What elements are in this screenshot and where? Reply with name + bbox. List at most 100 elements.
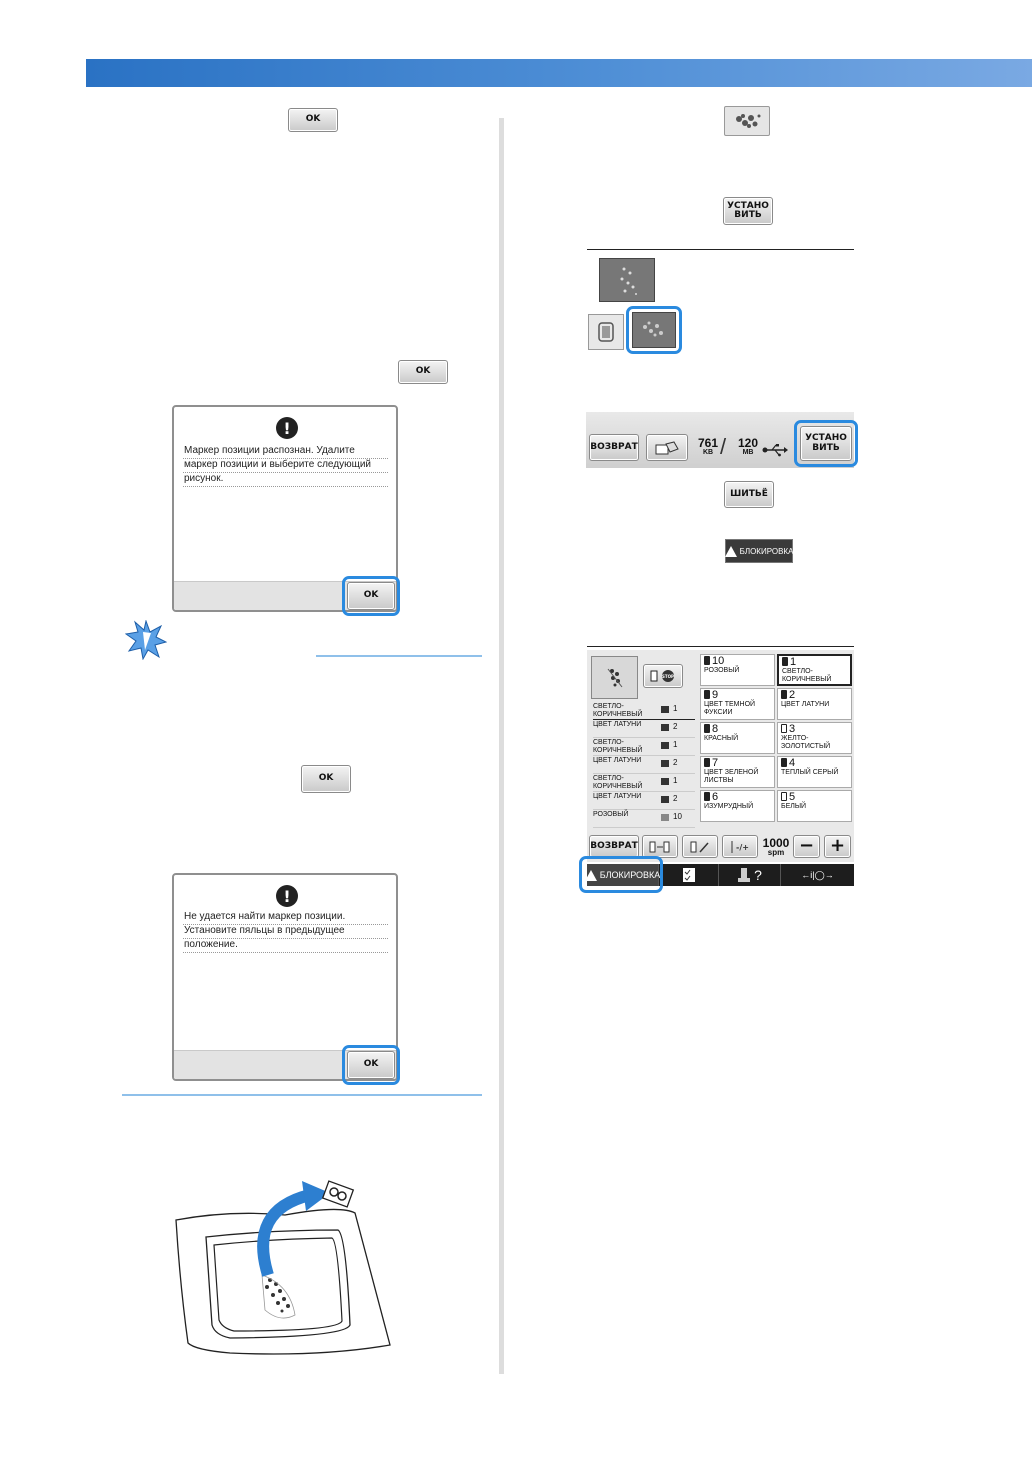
tab-help[interactable]: ? xyxy=(719,864,781,886)
eraser-button[interactable] xyxy=(646,434,688,461)
color-order-row: ЦВЕТ ЛАТУНИ 2 xyxy=(593,791,695,810)
tab-lock-label: БЛОКИРОВКА xyxy=(599,870,661,880)
color-name: СВЕТЛО- КОРИЧНЕВЫЙ xyxy=(593,739,643,754)
screen-rule xyxy=(587,249,854,250)
tab-checklist[interactable] xyxy=(659,864,719,886)
spool-number: 4 xyxy=(789,757,796,769)
ok-button-inline-2[interactable]: OK xyxy=(398,360,448,384)
eraser-icon xyxy=(655,440,679,454)
dialog-text-line: положение. xyxy=(183,939,388,953)
set-button-inline[interactable]: УСТАНО ВИТЬ xyxy=(723,197,773,225)
ok-button[interactable]: OK xyxy=(347,1051,395,1079)
svg-text:-/+: -/+ xyxy=(736,843,749,852)
color-number: 10 xyxy=(673,812,682,821)
thread-stop-icon: STOP xyxy=(650,670,674,682)
needle-tension-icon: -/+ xyxy=(731,840,749,853)
pattern-thumb-selected[interactable] xyxy=(632,312,676,348)
color-name: РОЗОВЫЙ xyxy=(593,811,629,818)
set-button[interactable]: УСТАНО ВИТЬ xyxy=(800,426,852,461)
kb-value: 761 xyxy=(698,436,719,450)
spool-swap-button[interactable] xyxy=(642,835,678,858)
dialog-text-line: Маркер позиции распознан. Удалите xyxy=(183,445,388,459)
color-number: 1 xyxy=(673,740,678,749)
ok-button[interactable]: OK xyxy=(347,582,395,610)
back-button[interactable]: ВОЗВРАТ xyxy=(589,835,639,858)
color-order-row: ЦВЕТ ЛАТУНИ 2 xyxy=(593,755,695,774)
spool-number: 6 xyxy=(712,791,719,803)
color-number: 2 xyxy=(673,758,678,767)
spool-color-name: ТЕПЛЫЙ СЕРЫЙ xyxy=(781,769,839,776)
sew-button-inline[interactable]: ШИТЬЁ xyxy=(724,481,774,508)
note-icon xyxy=(125,620,167,660)
slash-separator: / xyxy=(720,434,727,459)
highlight-frame xyxy=(342,576,400,616)
hoop-icon xyxy=(598,322,614,342)
spool-number: 8 xyxy=(712,723,719,735)
spool-color-name: ИЗУМРУДНЫЙ xyxy=(704,803,754,810)
thread-sort-button[interactable]: STOP xyxy=(643,664,683,688)
warning-triangle-icon xyxy=(724,545,737,557)
highlight-frame xyxy=(794,420,858,467)
pattern-thumb-hoop[interactable] xyxy=(588,314,624,350)
checklist-icon xyxy=(682,868,695,882)
ok-button-inline-3[interactable]: OK xyxy=(301,765,351,793)
spool-color-name: ЦВЕТ ТЕМНОЙ ФУКСИИ xyxy=(704,701,756,716)
color-name: ЦВЕТ ЛАТУНИ xyxy=(593,793,642,800)
header-bar xyxy=(86,59,1032,87)
back-button[interactable]: ВОЗВРАТ xyxy=(589,434,639,461)
tab-lock[interactable]: БЛОКИРОВКА xyxy=(584,864,661,886)
mb-value: 120 xyxy=(738,436,759,450)
highlight-frame xyxy=(342,1045,400,1085)
spool-color-name: СВЕТЛО- КОРИЧНЕВЫЙ xyxy=(782,668,832,683)
spool-number: 2 xyxy=(789,689,796,701)
spool-number: 9 xyxy=(712,689,719,701)
color-number: 2 xyxy=(673,722,678,731)
section-rule xyxy=(122,1094,482,1096)
dialog-text-line: Не удается найти маркер позиции. xyxy=(183,911,388,925)
warning-icon: ! xyxy=(276,885,298,907)
speed-minus-button[interactable]: − xyxy=(793,835,820,858)
color-name: СВЕТЛО- КОРИЧНЕВЫЙ xyxy=(593,775,643,790)
color-order-row: РОЗОВЫЙ 10 xyxy=(593,809,695,828)
color-name: ЦВЕТ ЛАТУНИ xyxy=(593,757,642,764)
tab-bar: БЛОКИРОВКА ? ←i|◯→ xyxy=(584,864,854,886)
speed-plus-button[interactable]: + xyxy=(824,835,851,858)
spool-number: 5 xyxy=(789,791,796,803)
spool-number: 10 xyxy=(712,655,725,667)
embroidery-pattern-icon xyxy=(620,267,637,295)
color-order-row: СВЕТЛО- КОРИЧНЕВЫЙ 1 xyxy=(593,737,695,756)
kb-unit: KB xyxy=(702,449,714,456)
spool-color-name: ЖЕЛТО- ЗОЛОТИСТЫЙ xyxy=(781,735,831,750)
highlight-frame xyxy=(579,856,663,893)
spool-color-name: ЦВЕТ ЛАТУНИ xyxy=(781,701,830,708)
ok-button-inline-1[interactable]: OK xyxy=(288,108,338,132)
lock-button-inline[interactable]: БЛОКИРОВКА xyxy=(724,539,793,563)
speed-unit: spm xyxy=(767,848,785,857)
speed-value: 1000 xyxy=(762,836,790,850)
dialog-text-line: маркер позиции и выберите следующий xyxy=(183,459,388,473)
hoop-illustration xyxy=(175,1180,391,1355)
embroidery-pattern-icon xyxy=(643,321,663,337)
embroidery-pattern-icon xyxy=(607,668,623,688)
color-number: 1 xyxy=(673,776,678,785)
tension-button[interactable]: -/+ xyxy=(722,835,758,858)
tab-hoop[interactable]: ←i|◯→ xyxy=(801,869,834,880)
warning-triangle-icon xyxy=(584,869,597,881)
spool-color-name: БЕЛЫЙ xyxy=(781,803,807,810)
spool-number: 7 xyxy=(712,757,719,769)
pattern-thumbnail-button[interactable] xyxy=(724,106,770,136)
spool-color-name: КРАСНЫЙ xyxy=(704,735,739,742)
usb-icon xyxy=(762,444,788,457)
spool-adjust-button[interactable] xyxy=(682,835,718,858)
color-number: 2 xyxy=(673,794,678,803)
spool-number: 1 xyxy=(790,656,797,668)
